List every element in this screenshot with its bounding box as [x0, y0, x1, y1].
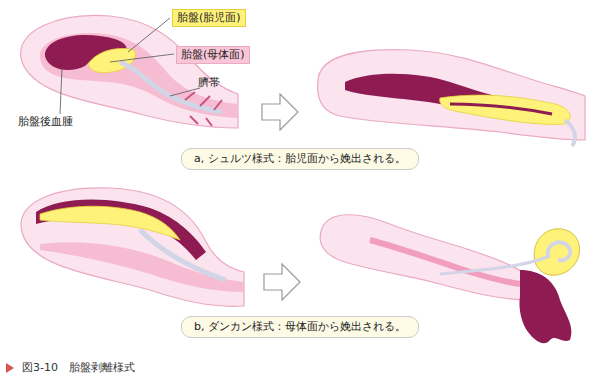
- part-label: 胎盤後血腫: [18, 115, 73, 129]
- part-label: 臍帯: [198, 76, 220, 90]
- caption-box: a, シュルツ様式：胎児面から娩出される。: [181, 148, 419, 170]
- caption-box: b, ダンカン様式：母体面から娩出される。: [181, 316, 419, 338]
- node-text: a, シュルツ様式：胎児面から娩出される。: [194, 152, 406, 165]
- process-arrow: [264, 264, 300, 300]
- node-text: 胎盤(胎児面): [177, 11, 241, 24]
- uterus-a-after: [318, 50, 585, 146]
- figure-caption: 図3-10 胎盤剥離様式: [22, 361, 135, 375]
- node-text: b, ダンカン様式：母体面から娩出される。: [194, 320, 406, 333]
- caption-marker: [6, 363, 14, 373]
- label-box: 胎盤(胎児面): [172, 9, 246, 27]
- node-text: 胎盤(母体面): [181, 48, 245, 61]
- uterus-a-before: [21, 15, 238, 128]
- process-arrow: [262, 94, 298, 130]
- label-box: 胎盤(母体面): [176, 46, 250, 64]
- uterus-b-before: [21, 188, 244, 306]
- leader-lines-a: [60, 18, 200, 114]
